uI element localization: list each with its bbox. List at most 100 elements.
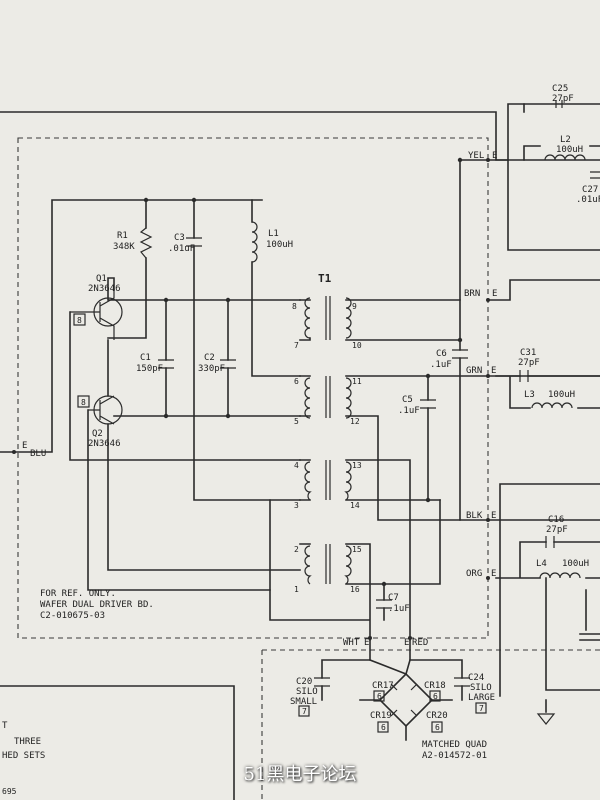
c25-label: C25 bbox=[552, 84, 568, 94]
l4-value: 100uH bbox=[562, 559, 589, 569]
c31-label: C31 bbox=[520, 348, 536, 358]
pin-8: 8 bbox=[292, 302, 297, 311]
c25-value: 27pF bbox=[552, 94, 574, 104]
pin-4: 4 bbox=[294, 461, 299, 470]
c24-label: C24 bbox=[468, 673, 484, 683]
pin-9: 9 bbox=[352, 302, 357, 311]
quad-note-line1: MATCHED QUAD bbox=[422, 740, 487, 750]
c1-label: C1 bbox=[140, 353, 151, 363]
brn-suffix: E bbox=[492, 289, 497, 299]
cr18-box: 6 bbox=[433, 692, 438, 701]
pin-7: 7 bbox=[294, 341, 299, 350]
q2-label: Q2 bbox=[92, 429, 103, 439]
pin-2: 2 bbox=[294, 545, 299, 554]
board-outline bbox=[17, 137, 489, 639]
brn-label: BRN bbox=[464, 289, 480, 299]
blu-label: BLU bbox=[30, 449, 46, 459]
l3-inductor bbox=[531, 402, 573, 409]
red-label: RED bbox=[412, 638, 428, 648]
left-note-line3: HED SETS bbox=[2, 751, 45, 761]
grn-suffix: E bbox=[491, 366, 496, 376]
t1-label: T1 bbox=[318, 272, 332, 285]
l1-inductor bbox=[251, 221, 258, 263]
cr19-label: CR19 bbox=[370, 711, 392, 721]
right-upper-bus bbox=[507, 103, 600, 161]
q1-label: Q1 bbox=[96, 274, 107, 284]
c2-label: C2 bbox=[204, 353, 215, 363]
red-prefix: E bbox=[404, 638, 409, 648]
l2-value: 100uH bbox=[556, 145, 583, 155]
t1-section-c bbox=[299, 459, 441, 641]
c7-value: .1uF bbox=[388, 604, 410, 614]
pin-16: 16 bbox=[350, 585, 360, 594]
ref-note-line3: C2-010675-03 bbox=[40, 611, 105, 621]
cr17-label: CR17 bbox=[372, 681, 394, 691]
c24-line2: LARGE bbox=[468, 693, 495, 703]
q1-part: 2N3646 bbox=[88, 284, 121, 294]
ref-note-line2: WAFER DUAL DRIVER BD. bbox=[40, 600, 154, 610]
c27-label: C27 bbox=[582, 185, 598, 195]
cr20-label: CR20 bbox=[426, 711, 448, 721]
l1-label: L1 bbox=[268, 229, 279, 239]
watermark: 51黑电子论坛 bbox=[243, 764, 357, 785]
c3-label: C3 bbox=[174, 233, 185, 243]
r1-resistor bbox=[139, 227, 153, 259]
pin-10: 10 bbox=[352, 341, 362, 350]
wht-label: WHT bbox=[343, 638, 360, 648]
pin-15: 15 bbox=[352, 545, 362, 554]
r1-wire bbox=[107, 199, 147, 339]
pin-11: 11 bbox=[352, 377, 362, 386]
blu-prefix: E bbox=[22, 441, 27, 451]
r1-value: 348K bbox=[113, 242, 135, 252]
yel-suffix: E bbox=[492, 151, 497, 161]
c7-label: C7 bbox=[388, 593, 399, 603]
org-label: ORG bbox=[466, 569, 482, 579]
c24-box: 7 bbox=[479, 704, 484, 713]
blu-wire bbox=[0, 199, 263, 453]
quad-note-line2: A2-014572-01 bbox=[422, 751, 487, 761]
c16-label: C16 bbox=[548, 515, 564, 525]
pin-3: 3 bbox=[294, 501, 299, 510]
q2-part: 2N3646 bbox=[88, 439, 121, 449]
q1-box: 8 bbox=[77, 316, 82, 325]
t1-section-b bbox=[299, 375, 600, 521]
l3-label: L3 bbox=[524, 390, 535, 400]
l2-inductor bbox=[544, 154, 586, 161]
c2-value: 330pF bbox=[198, 364, 225, 374]
pin-13: 13 bbox=[352, 461, 362, 470]
l1-value: 100uH bbox=[266, 240, 293, 250]
r1-label: R1 bbox=[117, 231, 128, 241]
c31-value: 27pF bbox=[518, 358, 540, 368]
pin-12: 12 bbox=[350, 417, 360, 426]
t1-section-d bbox=[269, 499, 441, 641]
grn-label: GRN bbox=[466, 366, 482, 376]
c20-line1: SILO bbox=[296, 687, 318, 697]
org-suffix: E bbox=[491, 569, 496, 579]
c6-label: C6 bbox=[436, 349, 447, 359]
left-note-line2: THREE bbox=[14, 737, 41, 747]
c6-value: .1uF bbox=[430, 360, 452, 370]
left-lower-box bbox=[0, 685, 235, 800]
c3-value: .01uF bbox=[168, 244, 195, 254]
cr19-box: 6 bbox=[381, 723, 386, 732]
wht-suffix: E bbox=[364, 638, 369, 648]
l4-label: L4 bbox=[536, 559, 547, 569]
pin-5: 5 bbox=[294, 417, 299, 426]
c20-box: 7 bbox=[302, 707, 307, 716]
c27-value: .01uF bbox=[576, 195, 600, 205]
c3-wire bbox=[193, 199, 301, 501]
ref-note-line1: FOR REF. ONLY. bbox=[40, 589, 116, 599]
c20-label: C20 bbox=[296, 677, 312, 687]
blk-label: BLK bbox=[466, 511, 483, 521]
corner-note: 695 bbox=[2, 787, 17, 796]
c1-value: 150pF bbox=[136, 364, 163, 374]
blk-suffix: E bbox=[491, 511, 496, 521]
c5-value: .1uF bbox=[398, 406, 420, 416]
l2-label: L2 bbox=[560, 135, 571, 145]
cr20-box: 6 bbox=[435, 723, 440, 732]
c16-value: 27pF bbox=[546, 525, 568, 535]
cr18-label: CR18 bbox=[424, 681, 446, 691]
pin-14: 14 bbox=[350, 501, 360, 510]
